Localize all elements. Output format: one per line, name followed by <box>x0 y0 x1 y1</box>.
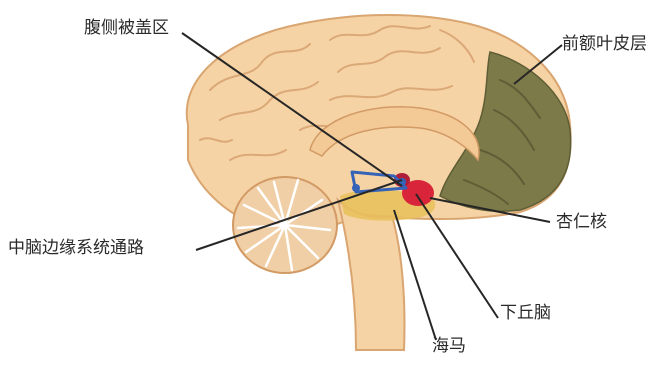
label-prefrontal-cortex: 前额叶皮层 <box>562 36 647 53</box>
label-hypothalamus: 下丘脑 <box>500 305 551 322</box>
label-amygdala: 杏仁核 <box>556 214 607 231</box>
vta-node <box>352 184 360 192</box>
brainstem <box>338 200 405 350</box>
label-hippocampus: 海马 <box>432 338 466 355</box>
label-vta: 腹侧被盖区 <box>84 20 169 37</box>
label-mesolimbic-pathway: 中脑边缘系统通路 <box>8 240 144 257</box>
